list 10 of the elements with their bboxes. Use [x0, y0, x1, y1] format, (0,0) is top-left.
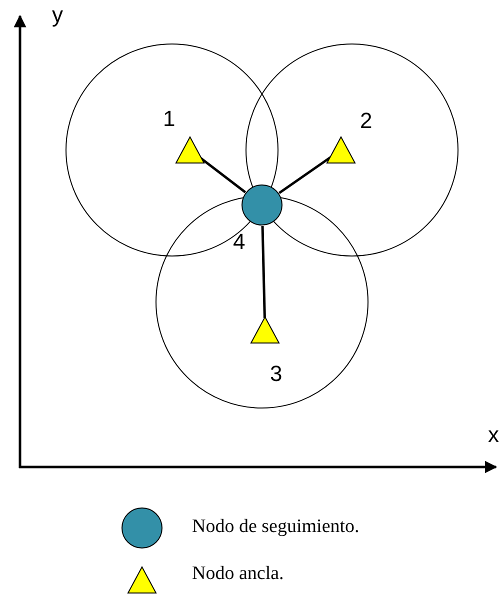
legend-text: Nodo ancla. [192, 563, 284, 585]
legend-text: Nodo de seguimiento. [192, 516, 360, 538]
axis-label: y [52, 4, 63, 26]
node-number: 1 [163, 108, 176, 130]
node-number: 2 [360, 110, 372, 132]
connector-line [278, 156, 332, 194]
axis-label: x [488, 424, 499, 446]
node-number: 3 [270, 363, 282, 385]
connector-line [261, 226, 266, 318]
node-number: 4 [233, 231, 246, 253]
